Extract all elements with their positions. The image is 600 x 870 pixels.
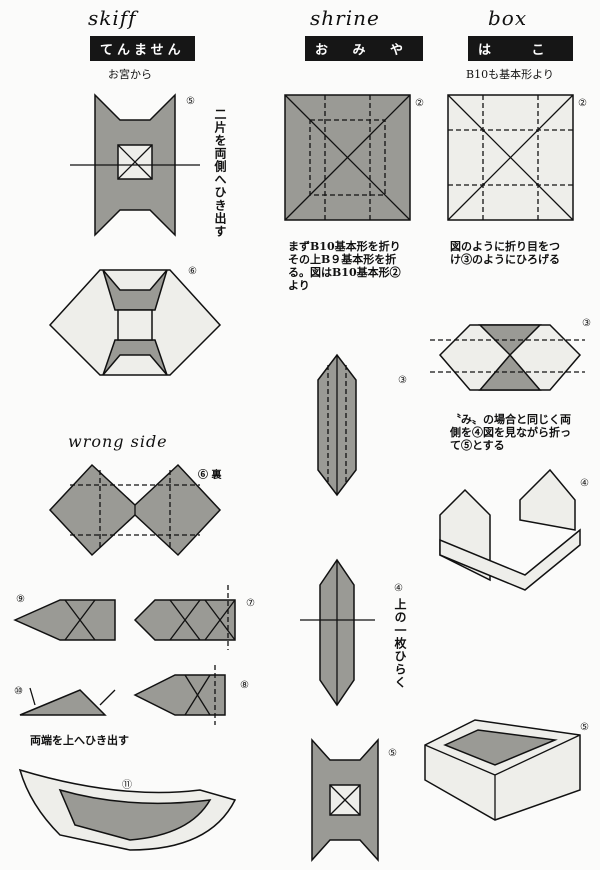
shrine-step4-note: 上の一枚ひらく (393, 598, 407, 689)
skiff-step11-number: ⑪ (122, 780, 132, 791)
box-title-ja: は こ (468, 36, 573, 61)
box-step3-diagram (430, 324, 585, 391)
shrine-step3-number: ③ (398, 375, 407, 386)
box-subtitle: B10も基本形より (466, 68, 554, 81)
skiff-step6-diagram (48, 269, 222, 376)
box-step3-note: 〝み〟の場合と同じく両側を④図を見ながら折って⑤とする (450, 413, 571, 452)
skiff-step8-number: ⑧ (240, 680, 249, 691)
skiff-step7-diagram (133, 585, 236, 650)
box-step3-number: ③ (582, 318, 591, 329)
shrine-step4-number: ④ (394, 583, 403, 594)
skiff-step5-number: ⑤ (186, 96, 195, 107)
shrine-step2-diagram (284, 94, 411, 221)
skiff-step7-number: ⑦ (246, 598, 255, 609)
skiff-step10-number: ⑩ (14, 686, 23, 697)
box-step2-diagram (447, 94, 574, 221)
skiff-title-ja: てんません (90, 36, 195, 61)
skiff-step10-note: 両端を上へひき出す (30, 734, 129, 747)
skiff-step8-diagram (133, 665, 226, 725)
shrine-step4-diagram (300, 558, 375, 707)
skiff-step6-number: ⑥ (188, 266, 197, 277)
skiff-step9-number: ⑨ (16, 594, 25, 605)
shrine-title-ja: お み や (305, 36, 424, 61)
box-step5-number: ⑤ (580, 722, 589, 733)
skiff-step10-diagram (19, 687, 116, 716)
skiff-wrong-side-diagram (48, 463, 222, 557)
shrine-step2-note: まずB10基本形を折りその上B９基本形を折る。図はB10基本形②より (288, 240, 401, 292)
skiff-step5-diagram (70, 93, 200, 237)
skiff-subtitle: お宮から (108, 68, 152, 81)
skiff-step9-diagram (13, 599, 116, 641)
shrine-step5-number: ⑤ (388, 748, 397, 759)
shrine-step3-diagram (317, 353, 357, 497)
shrine-step2-number: ② (415, 98, 424, 109)
box-step4-number: ④ (580, 478, 589, 489)
shrine-title-en: shrine (310, 6, 380, 30)
box-title-en: box (488, 6, 528, 30)
skiff-step5-note: 二片を両側へひき出す (213, 108, 227, 238)
skiff-step11-diagram (18, 768, 237, 851)
box-step2-number: ② (578, 98, 587, 109)
box-step5-diagram (424, 719, 581, 821)
skiff-step6-back-label: ⑥ 裏 (198, 470, 222, 481)
box-step4-diagram (439, 468, 581, 591)
wrong-side-label: wrong side (68, 432, 168, 451)
box-step2-note: 図のように折り目をつけ③のようにひろげる (450, 240, 560, 266)
skiff-title-en: skiff (88, 6, 137, 30)
shrine-step5-diagram (311, 738, 379, 862)
